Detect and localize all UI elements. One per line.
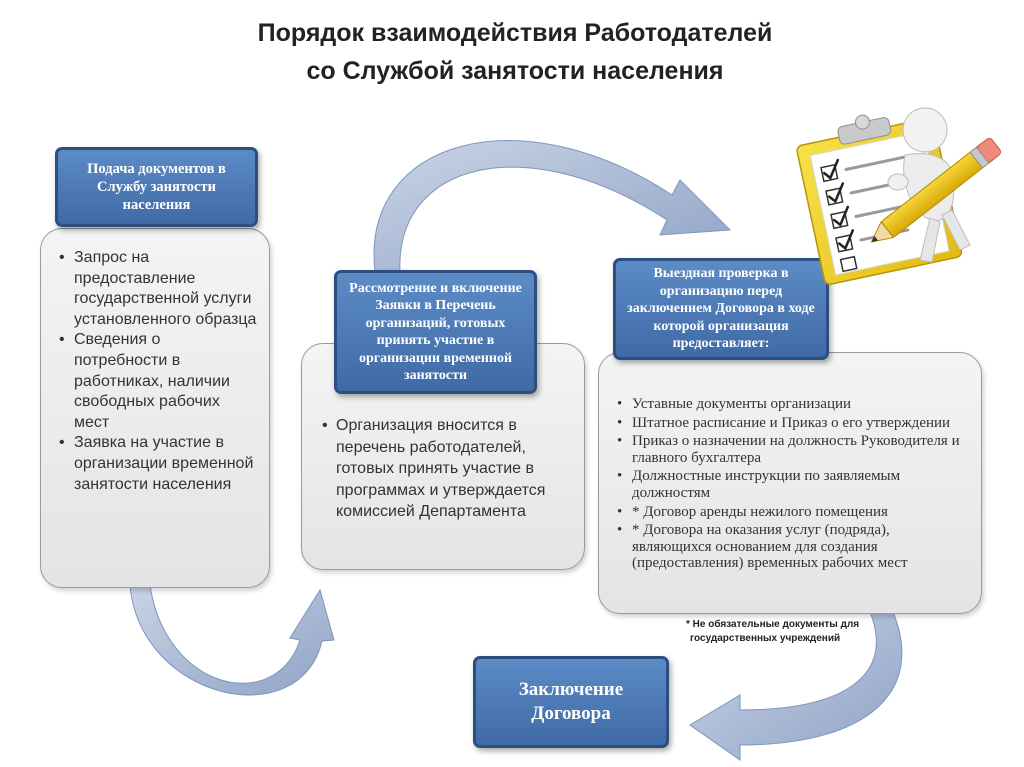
step-1-list: Запрос на предоставление государственной…: [58, 248, 258, 495]
list-item: * Договора на оказания услуг (подряда), …: [614, 522, 964, 572]
step-3-header-text: Выездная проверка в организацию перед за…: [627, 266, 815, 352]
list-item: Уставные документы организации: [614, 396, 964, 413]
step-4-header: Заключение Договора: [473, 656, 669, 748]
list-item: Организация вносится в перечень работода…: [320, 415, 570, 523]
step-2-list: Организация вносится в перечень работода…: [320, 415, 570, 523]
arrow-step1-to-step2: [129, 584, 335, 696]
list-item: Заявка на участие в организации временно…: [58, 433, 258, 495]
step-2-header-text: Рассмотрение и включение Заявки в Перече…: [349, 280, 522, 384]
pencil-figure-icon: [870, 107, 1002, 263]
footnote: * Не обязательные документы для государс…: [686, 618, 916, 646]
list-item: * Договор аренды нежилого помещения: [614, 504, 964, 521]
clipboard-checklist-icon: [796, 107, 1002, 285]
step-1-header: Подача документов в Службу занятости нас…: [55, 147, 258, 227]
step-1-header-text: Подача документов в Службу занятости нас…: [87, 161, 226, 213]
arrow-step3-to-step4: [689, 611, 903, 761]
title-line-2: со Службой занятости населения: [306, 57, 724, 85]
page-title: Порядок взаимодействия Работодателей со …: [130, 14, 900, 90]
arrow-step2-to-step3: [373, 140, 732, 273]
footnote-line-1: * Не обязательные документы для: [686, 619, 860, 630]
step-3-header: Выездная проверка в организацию перед за…: [613, 258, 829, 360]
title-line-1: Порядок взаимодействия Работодателей: [257, 19, 773, 47]
list-item: Запрос на предоставление государственной…: [58, 248, 258, 330]
list-item: Сведения о потребности в работниках, нал…: [58, 330, 258, 433]
step-3-list: Уставные документы организации Штатное р…: [614, 396, 964, 574]
list-item: Штатное расписание и Приказ о его утверж…: [614, 415, 964, 432]
list-item: Должностные инструкции по заявляемым дол…: [614, 468, 964, 501]
footnote-line-2: государственных учреждений: [690, 633, 841, 644]
step-2-header: Рассмотрение и включение Заявки в Перече…: [334, 270, 537, 394]
step-4-header-text: Заключение Договора: [518, 679, 624, 724]
list-item: Приказ о назначении на должность Руковод…: [614, 433, 964, 466]
